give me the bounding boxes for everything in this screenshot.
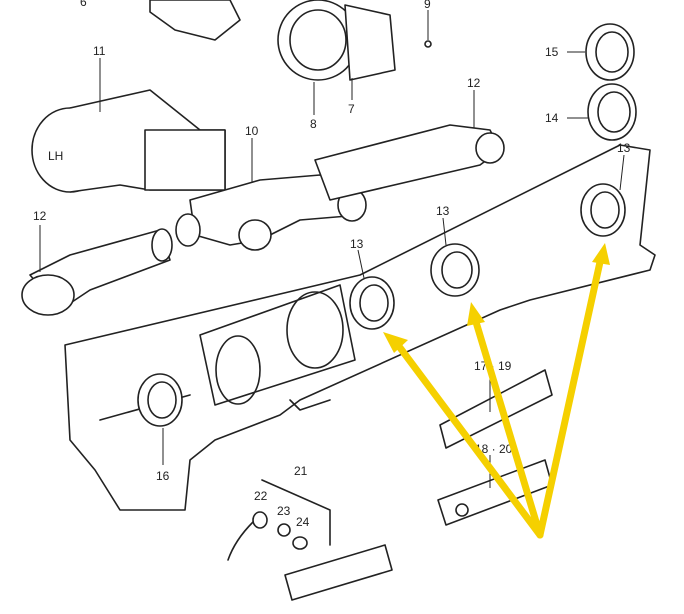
label-22: 22 <box>254 489 268 503</box>
label-18-20: 18 · 20 <box>475 442 513 456</box>
label-11: 11 <box>93 44 106 58</box>
label-8: 8 <box>310 117 317 131</box>
part-12-hose-right <box>314 124 505 201</box>
label-24: 24 <box>296 515 310 529</box>
label-7: 7 <box>348 102 355 116</box>
label-13-left: 13 <box>350 237 364 251</box>
parts-22-24 <box>227 511 308 561</box>
part-14-vent <box>587 83 637 141</box>
label-16: 16 <box>156 469 170 483</box>
label-13-center: 13 <box>436 204 450 218</box>
part-6-housing <box>149 0 241 41</box>
part-10-center-duct <box>175 174 367 251</box>
label-12-left: 12 <box>33 209 47 223</box>
highlight-arrows <box>383 243 610 539</box>
label-21: 21 <box>294 464 308 478</box>
part-17-19-switch-panel <box>439 369 553 449</box>
arrow-to-right-vent <box>536 258 604 539</box>
arrow-head-icon <box>467 302 485 326</box>
svg-text:LH: LH <box>48 149 63 163</box>
label-23: 23 <box>277 504 291 518</box>
label-15: 15 <box>545 45 559 59</box>
label-12-right: 12 <box>467 76 481 90</box>
dashboard-panel <box>64 144 656 511</box>
label-6: 6 <box>80 0 87 9</box>
part-12-hose-left <box>21 228 173 316</box>
arrow-head-icon <box>383 332 408 353</box>
arrow-head-icon <box>592 243 610 265</box>
label-13-right: 13 <box>617 141 631 155</box>
label-10: 10 <box>245 124 259 138</box>
arrow-to-center-vent <box>472 318 544 539</box>
part-8-blower-ring <box>277 0 396 81</box>
part-11-duct: LH <box>31 89 226 193</box>
label-9: 9 <box>424 0 431 11</box>
part-15-vent <box>585 23 635 81</box>
arrow-to-left-vent <box>394 341 544 539</box>
label-14: 14 <box>545 111 559 125</box>
part-21-control-panel <box>261 479 393 601</box>
